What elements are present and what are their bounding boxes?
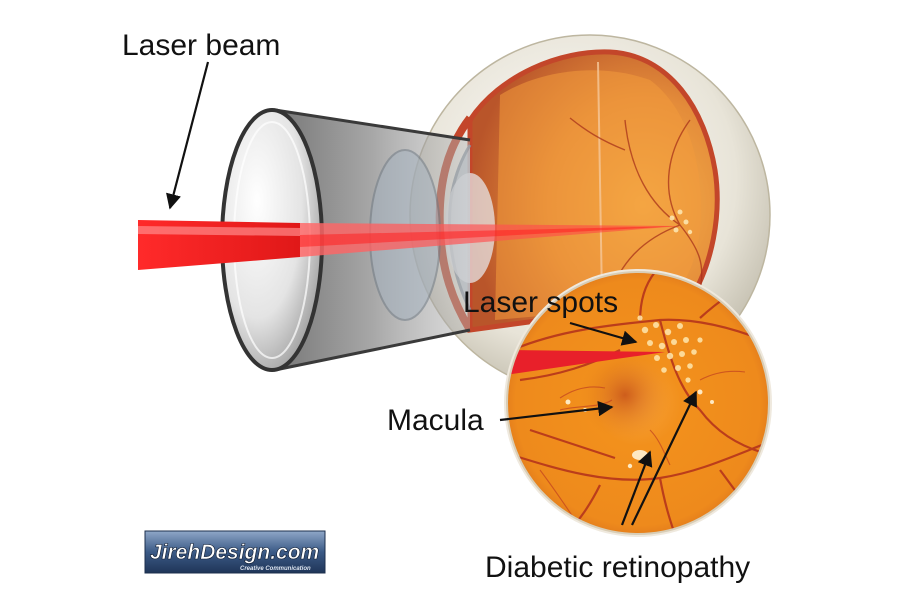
logo-tagline: Creative Communication	[240, 566, 311, 572]
laser-beam	[138, 220, 680, 270]
laser-beam-arrow	[166, 61, 210, 210]
annotation-arrows	[166, 61, 697, 526]
retinopathy-arrow-1	[620, 450, 653, 526]
macula-label: Macula	[387, 404, 484, 437]
laser-beam-label: Laser beam	[122, 29, 280, 62]
diabetic-retinopathy-label: Diabetic retinopathy	[485, 551, 750, 584]
jirehdesign-logo: JirehDesign.com Creative Communication	[144, 530, 326, 574]
macula-arrow	[499, 400, 614, 422]
retinopathy-arrow-2	[631, 390, 697, 526]
laser-spots-label: Laser spots	[463, 286, 618, 319]
fundus-inset	[504, 269, 772, 537]
logo-text: JirehDesign.com	[150, 541, 319, 564]
laser-spots-arrow	[569, 321, 638, 346]
eye-cutaway	[467, 49, 720, 333]
